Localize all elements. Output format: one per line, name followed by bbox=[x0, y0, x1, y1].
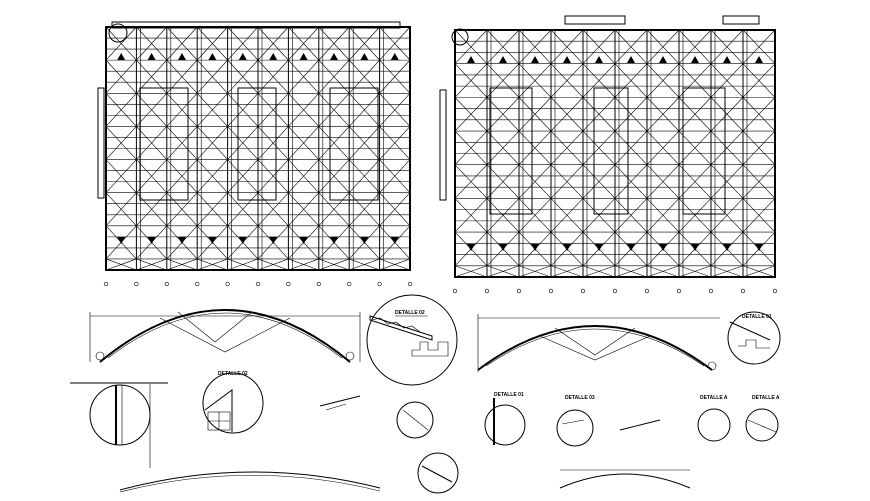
roof-plan-right bbox=[439, 15, 776, 278]
skylight-left-3 bbox=[329, 87, 379, 201]
detail-circle-3: DETALLE 02 bbox=[202, 371, 264, 434]
column-detail bbox=[70, 382, 168, 468]
arch-section-right bbox=[477, 314, 720, 372]
skylight-right-1 bbox=[489, 87, 533, 215]
north-marker-left bbox=[108, 23, 128, 43]
detail-label-2: DETALLE 01 bbox=[742, 314, 772, 320]
roof-plan-left-edge-top bbox=[111, 21, 401, 29]
roof-plan-right-edge-side bbox=[439, 89, 447, 201]
detail-circle-1: DETALLE 02 bbox=[366, 294, 458, 386]
roof-plan-right-title-box bbox=[564, 15, 626, 25]
roof-plan-left bbox=[97, 21, 411, 271]
axis-markers bbox=[103, 281, 778, 294]
detail-label-6: DETALLE A bbox=[700, 395, 728, 401]
detail-label-3: DETALLE 02 bbox=[218, 371, 248, 377]
detail-label-5: DETALLE 03 bbox=[565, 395, 595, 401]
roof-plan-left-edge-side bbox=[97, 87, 105, 199]
skylight-right-2 bbox=[593, 87, 629, 215]
detail-label-7: DETALLE A bbox=[752, 395, 780, 401]
north-marker-right bbox=[451, 28, 469, 46]
arch-section-left bbox=[89, 309, 361, 363]
skylight-right-3 bbox=[682, 87, 726, 215]
detail-circle-2: DETALLE 01 bbox=[727, 311, 781, 365]
arch-elevation-bottom bbox=[119, 452, 691, 494]
skylight-left-2 bbox=[237, 87, 277, 201]
detail-label-4: DETALLE 01 bbox=[494, 392, 524, 398]
small-connection-details: DETALLE 01 DETALLE 03 DETALLE A DETALLE … bbox=[319, 392, 780, 447]
detail-label-1: DETALLE 02 bbox=[395, 310, 425, 316]
skylight-left-1 bbox=[139, 87, 189, 201]
roof-plan-left-grid bbox=[105, 26, 411, 271]
roof-plan-right-grid bbox=[454, 29, 776, 278]
roof-plan-right-note-box bbox=[722, 15, 760, 25]
